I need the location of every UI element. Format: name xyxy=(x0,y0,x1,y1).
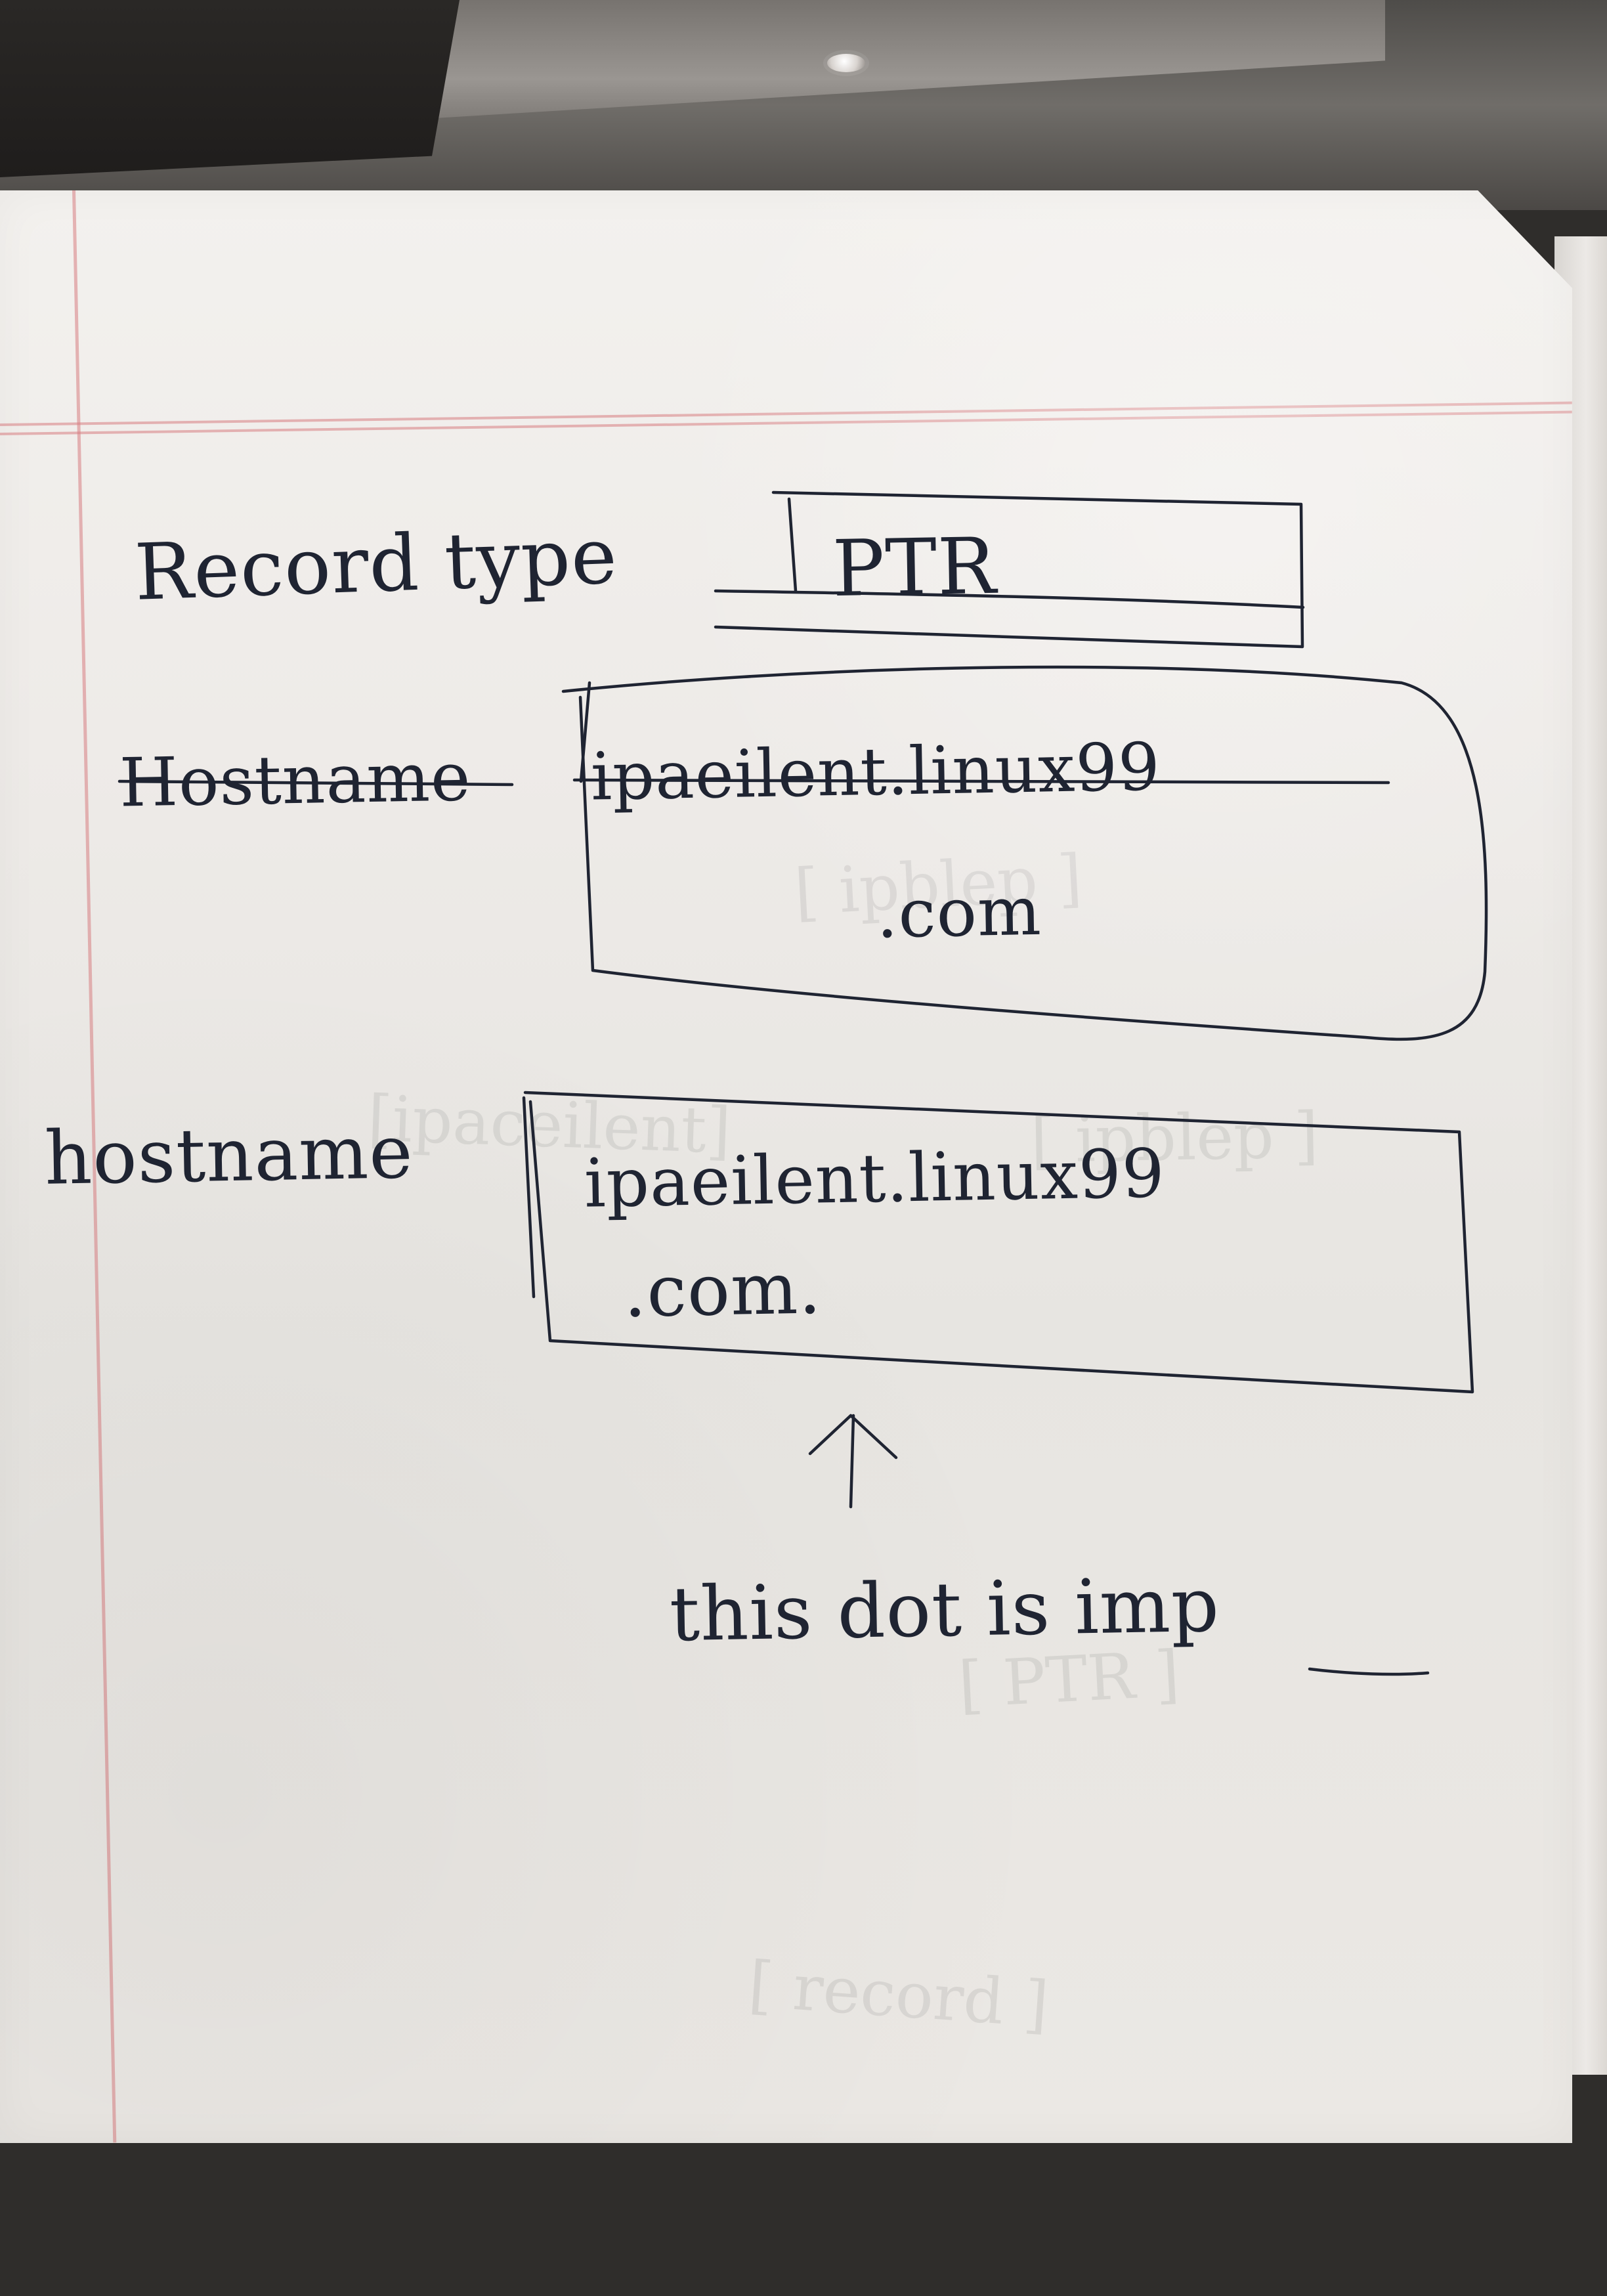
struck-hostname-line xyxy=(118,779,514,787)
hostname-value-line1: ipaeilent.linux99 xyxy=(584,1135,1166,1223)
faint-back-writing-6: [ abc ] xyxy=(791,2205,1000,2296)
third-box xyxy=(523,1091,1474,1394)
struck-hostname-value-line2: .com xyxy=(875,872,1042,954)
handwritten-ink xyxy=(118,490,1488,1676)
third-box-arrow xyxy=(522,1096,536,1299)
notebook-photo-scene: [ipaceilent] [ ipblep ] [ ipblep ] [ PTR… xyxy=(0,0,1607,2143)
record-type-value: PTR xyxy=(831,520,998,615)
hostname-value-line2: .com. xyxy=(622,1247,823,1333)
second-box-arrow xyxy=(579,681,591,783)
struck-value-line xyxy=(572,778,1390,785)
laptop-button xyxy=(827,54,865,72)
dot-annotation: this dot is imp xyxy=(668,1561,1220,1658)
record-type-underline xyxy=(714,589,1305,609)
struck-hostname-value-line1: ipaeilent.linux99 xyxy=(590,728,1161,815)
keyboard-area xyxy=(0,0,460,177)
paper-sheet: [ipaceilent] [ ipblep ] [ ipblep ] [ PTR… xyxy=(0,190,1572,2143)
record-type-box xyxy=(714,490,1304,649)
hostname-label: hostname xyxy=(43,1110,414,1202)
annotation-arrow-head xyxy=(808,1414,898,1460)
annotation-arrow-shaft xyxy=(849,1414,855,1509)
annotation-underline xyxy=(1308,1667,1430,1676)
struck-hostname-label: Hostname xyxy=(118,738,472,823)
record-type-arrow xyxy=(787,497,798,593)
second-box xyxy=(561,665,1488,1041)
record-type-label: Record type xyxy=(133,510,619,618)
